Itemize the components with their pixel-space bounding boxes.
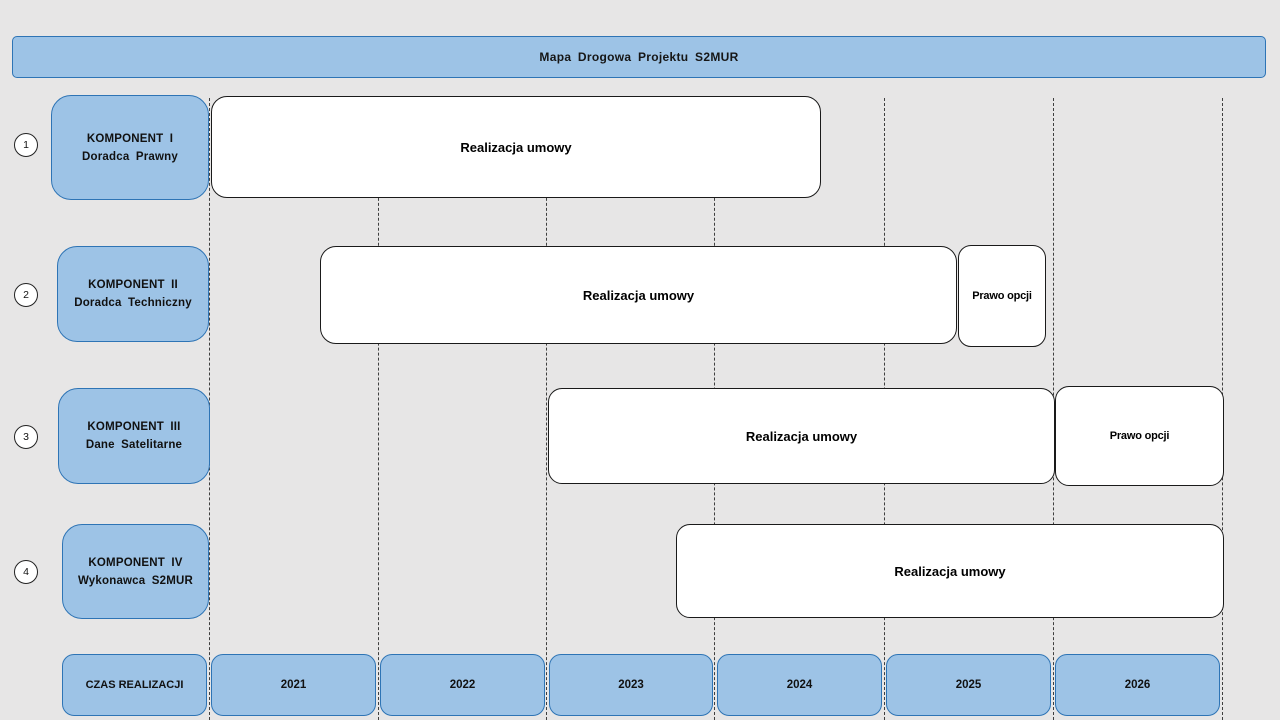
roadmap-title-bar: Mapa Drogowa Projektu S2MUR [12,36,1266,78]
year-gridline-2023-start [546,98,547,720]
year-label: 2026 [1124,679,1151,691]
year-gridline-2022-start [378,98,379,720]
row-number-badge-2: 2 [14,283,38,307]
page-title: Mapa Drogowa Projektu S2MUR [539,50,739,64]
component-subtitle-4: Wykonawca S2MUR [77,574,194,587]
year-cell-2025: 2025 [886,654,1051,716]
year-cell-2023: 2023 [549,654,713,716]
option-bar-label: Prawo opcji [1109,430,1170,442]
option-bar-label: Prawo opcji [972,290,1032,302]
row-number-badge-4: 4 [14,560,38,584]
component-box-2: KOMPONENT II Doradca Techniczny [57,246,209,342]
component-title-2: KOMPONENT II [88,279,178,291]
component-subtitle-1: Doradca Prawny [82,150,178,163]
row-number-2: 2 [23,289,29,301]
row-number-badge-3: 3 [14,425,38,449]
timeline-label: CZAS REALIZACJI [85,679,184,691]
row-number-badge-1: 1 [14,133,38,157]
component-subtitle-3: Dane Satelitarne [85,439,183,451]
contract-bar-row2: Realizacja umowy [320,246,957,344]
component-title-1: KOMPONENT I [86,132,174,145]
timeline-label-cell: CZAS REALIZACJI [62,654,207,716]
year-label: 2022 [449,679,476,691]
component-title-3: KOMPONENT III [87,421,181,433]
component-box-3: KOMPONENT III Dane Satelitarne [58,388,210,484]
option-bar-row2: Prawo opcji [958,245,1046,347]
contract-bar-row1: Realizacja umowy [211,96,821,198]
row-number-3: 3 [23,431,29,443]
year-label: 2023 [618,679,644,691]
row-number-4: 4 [23,566,29,578]
contract-bar-row4: Realizacja umowy [676,524,1224,618]
year-cell-2024: 2024 [717,654,882,716]
year-cell-2021: 2021 [211,654,376,716]
contract-bar-label: Realizacja umowy [582,287,695,303]
year-cell-2026: 2026 [1055,654,1220,716]
year-cell-2022: 2022 [380,654,545,716]
component-box-4: KOMPONENT IV Wykonawca S2MUR [62,524,209,619]
contract-bar-label: Realizacja umowy [894,563,1006,579]
component-subtitle-2: Doradca Techniczny [74,297,192,309]
component-title-4: KOMPONENT IV [88,556,183,569]
contract-bar-row3: Realizacja umowy [548,388,1055,484]
year-label: 2024 [786,679,813,691]
year-label: 2025 [955,679,982,691]
option-bar-row3: Prawo opcji [1055,386,1224,486]
year-label: 2021 [280,679,307,691]
contract-bar-label: Realizacja umowy [745,428,858,444]
component-box-1: KOMPONENT I Doradca Prawny [51,95,209,200]
contract-bar-label: Realizacja umowy [460,139,572,155]
row-number-1: 1 [23,139,29,151]
